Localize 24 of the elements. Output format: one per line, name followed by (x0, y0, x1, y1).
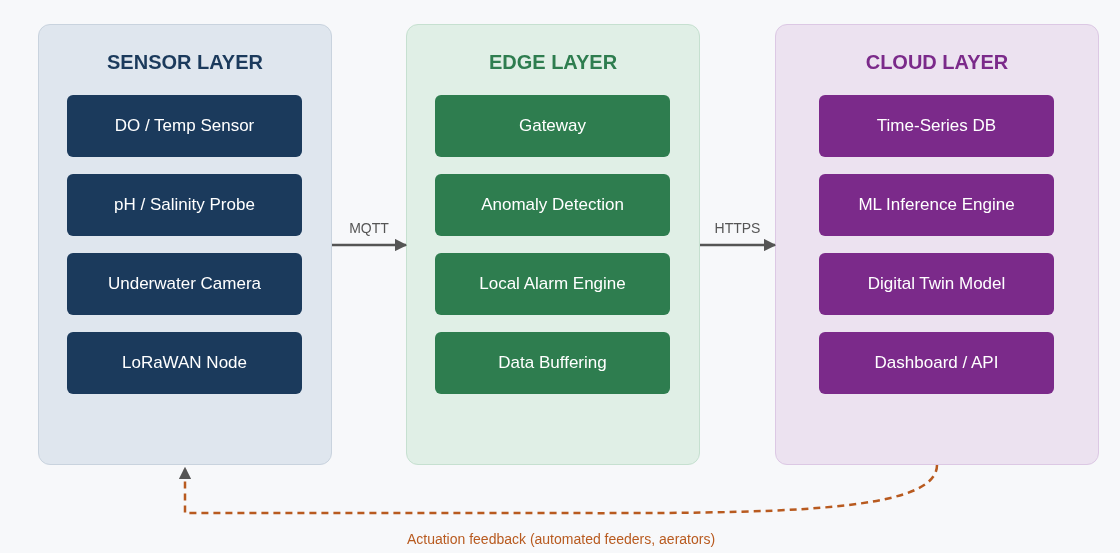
edge-label: Actuation feedback (automated feeders, aerators) (404, 531, 718, 547)
component-box: LoRaWAN Node (67, 332, 302, 394)
component-box: Dashboard / API (819, 332, 1054, 394)
component-box: Underwater Camera (67, 253, 302, 315)
layer-panel (775, 24, 1099, 465)
component-box: Anomaly Detection (435, 174, 670, 236)
edge-label: MQTT (347, 220, 391, 236)
layer-panel (406, 24, 700, 465)
component-box: DO / Temp Sensor (67, 95, 302, 157)
component-box: ML Inference Engine (819, 174, 1054, 236)
component-box: pH / Salinity Probe (67, 174, 302, 236)
component-box: Local Alarm Engine (435, 253, 670, 315)
component-box: Data Buffering (435, 332, 670, 394)
component-box: Time-Series DB (819, 95, 1054, 157)
edge-label: HTTPS (712, 220, 763, 236)
layer-heading: EDGE LAYER (488, 51, 618, 74)
layer-heading: SENSOR LAYER (107, 51, 263, 74)
arrow (700, 238, 777, 252)
layer-heading: CLOUD LAYER (865, 51, 1009, 74)
layer-panel (38, 24, 332, 465)
component-box: Digital Twin Model (819, 253, 1054, 315)
arrow (332, 238, 408, 252)
component-box: Gateway (435, 95, 670, 157)
arrow (178, 464, 939, 515)
